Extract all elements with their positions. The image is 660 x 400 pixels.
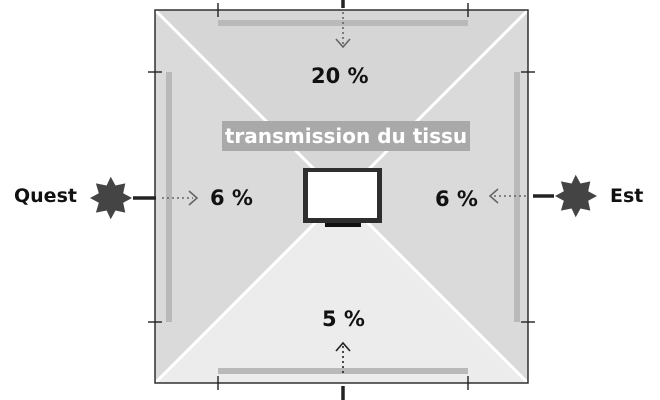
arrow-head-right-icon xyxy=(188,190,199,206)
east-label: Est xyxy=(610,185,644,207)
east-sun-icon xyxy=(555,174,597,218)
edge-ticks xyxy=(148,3,535,390)
top-panel xyxy=(155,10,528,197)
arrow-head-up-icon xyxy=(335,341,351,352)
west-label: Quest xyxy=(14,185,77,207)
west-sun-icon xyxy=(90,176,132,220)
monitor-icon xyxy=(303,168,382,227)
east-wall-bar xyxy=(514,72,520,322)
arrow-head-left-icon xyxy=(488,188,499,204)
west-wall-bar xyxy=(166,72,172,322)
east-panel xyxy=(342,10,528,383)
bottom-panel xyxy=(155,197,528,383)
center-title: transmission du tissu xyxy=(222,121,470,151)
east-percent: 6 % xyxy=(435,187,478,211)
arrow-head-down-icon xyxy=(335,38,351,49)
west-percent: 6 % xyxy=(210,186,253,210)
top-percent: 20 % xyxy=(311,64,369,88)
west-panel xyxy=(155,10,342,383)
bottom-percent: 5 % xyxy=(322,307,365,331)
